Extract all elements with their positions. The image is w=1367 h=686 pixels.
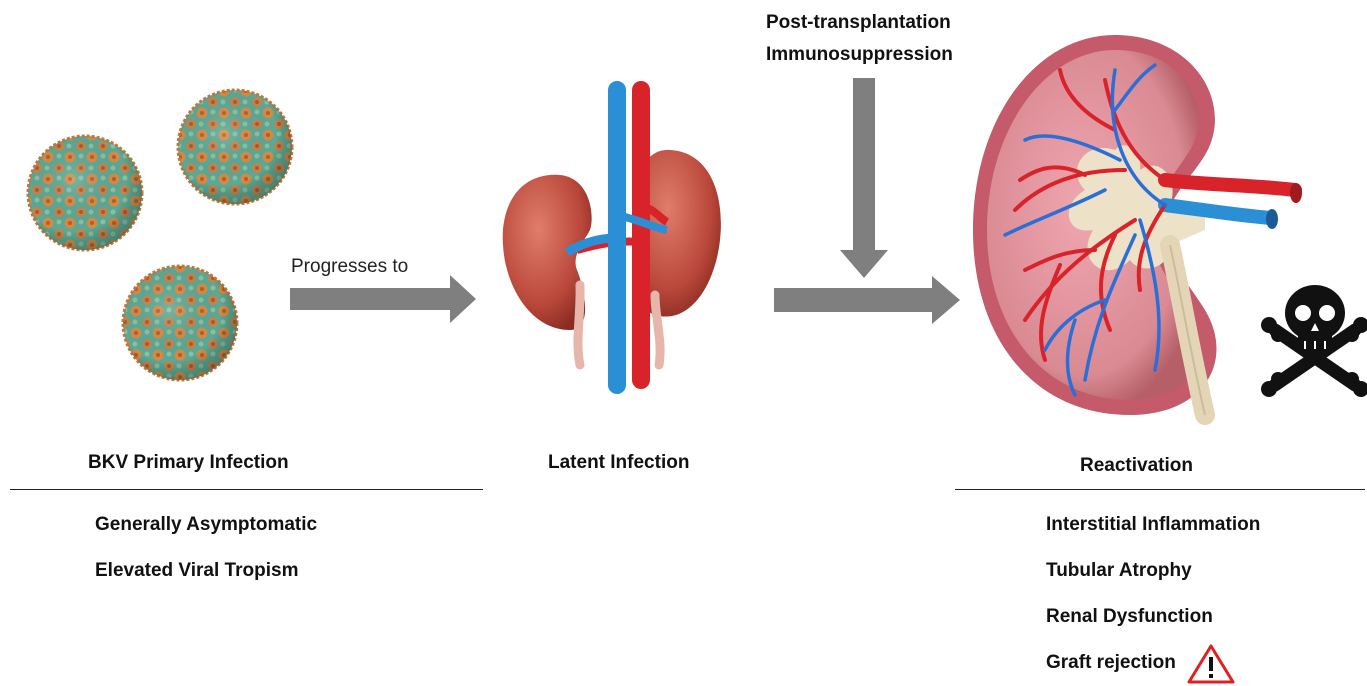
warning-triangle-icon	[1186, 643, 1236, 683]
reactivation-note: Renal Dysfunction	[1046, 606, 1213, 628]
trigger-label-line2: Immunosuppression	[766, 44, 953, 66]
stage-title-primary: BKV Primary Infection	[88, 452, 289, 474]
virus-particles	[20, 85, 320, 415]
virus-particle-icon	[123, 266, 237, 380]
stage-title-reactivation: Reactivation	[1080, 455, 1193, 477]
skull-crossbones-icon	[1260, 275, 1367, 395]
primary-note: Elevated Viral Tropism	[95, 560, 298, 582]
kidney-cross-section-icon	[965, 20, 1310, 435]
reactivation-note: Interstitial Inflammation	[1046, 514, 1260, 536]
reactivation-note: Tubular Atrophy	[1046, 560, 1192, 582]
virus-particle-icon	[28, 136, 142, 250]
kidney-pair-icon	[495, 80, 725, 400]
stage-title-latent: Latent Infection	[548, 452, 689, 474]
primary-note: Generally Asymptomatic	[95, 514, 317, 536]
reactivation-note: Graft rejection	[1046, 652, 1176, 674]
reactivation-arrow	[774, 276, 964, 326]
divider-reactivation	[955, 489, 1365, 490]
virus-particle-icon	[178, 90, 292, 204]
trigger-arrow	[840, 78, 890, 278]
trigger-label-line1: Post-transplantation	[766, 12, 951, 34]
divider-primary	[10, 489, 483, 490]
progress-arrow	[290, 275, 480, 325]
